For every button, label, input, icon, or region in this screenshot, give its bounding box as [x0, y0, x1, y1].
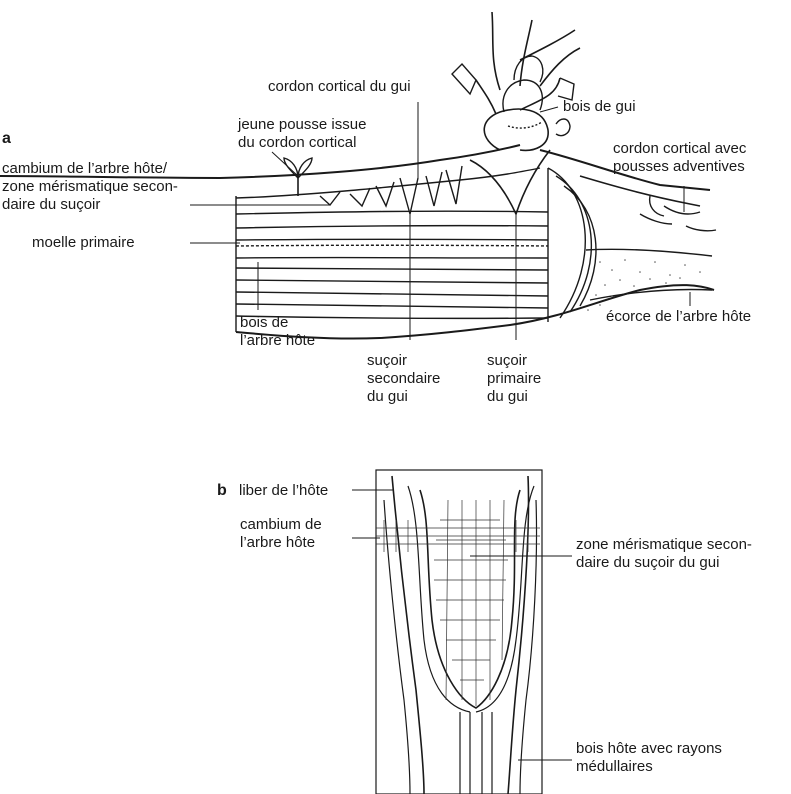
- label-zone-meristematique: zone mérismatique secon- daire du suçoir…: [576, 536, 752, 572]
- label-cambium-b: cambium de l’arbre hôte: [240, 516, 322, 552]
- haustorium-section-drawing: [376, 470, 542, 794]
- label-cambium-hote: cambium de l’arbre hôte/ zone mérismatiq…: [2, 160, 178, 214]
- label-sucoir-primaire: suçoir primaire du gui: [487, 352, 541, 406]
- label-cordon-pousses: cordon cortical avec pousses adventives: [613, 140, 746, 176]
- label-cordon-cortical: cordon cortical du gui: [268, 78, 411, 96]
- label-ecorce: écorce de l’arbre hôte: [606, 308, 751, 326]
- label-moelle-primaire: moelle primaire: [32, 234, 135, 252]
- label-bois-arbre-hote: bois de l’arbre hôte: [240, 314, 315, 350]
- panel-a-letter: a: [2, 130, 11, 148]
- label-liber-hote: liber de l’hôte: [239, 482, 328, 500]
- panel-b-letter: b: [217, 482, 227, 500]
- label-sucoir-secondaire: suçoir secondaire du gui: [367, 352, 440, 406]
- label-jeune-pousse: jeune pousse issue du cordon cortical: [238, 116, 366, 152]
- label-bois-hote-rayons: bois hôte avec rayons médullaires: [576, 740, 722, 776]
- label-bois-de-gui: bois de gui: [563, 98, 636, 116]
